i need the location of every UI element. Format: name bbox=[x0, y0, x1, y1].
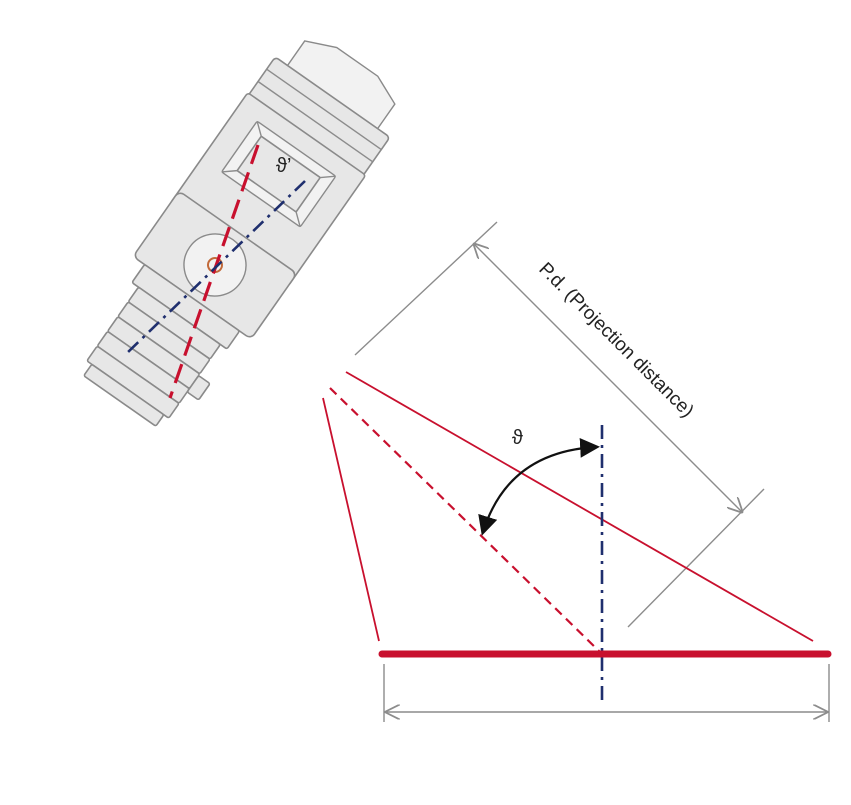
projection-distance-dimension bbox=[354, 221, 765, 628]
distance-arrow bbox=[474, 244, 742, 512]
focus-knob bbox=[187, 375, 211, 401]
curved-double-arrow-icon bbox=[478, 438, 600, 536]
beam-center-dashed bbox=[329, 387, 601, 653]
label-plate-inner bbox=[236, 135, 321, 213]
laser-beam bbox=[322, 371, 814, 653]
tilt-axis-blue bbox=[124, 180, 306, 356]
lens-barrel bbox=[83, 287, 221, 427]
tilt-axis-red bbox=[168, 144, 260, 399]
theta-label: ϑ bbox=[512, 427, 523, 449]
projection-distance-label: P.d. (Projection distance) bbox=[534, 259, 697, 422]
laser-projector-device bbox=[83, 40, 396, 427]
beam-edge-left bbox=[322, 397, 380, 642]
extension-line-bottom bbox=[627, 488, 765, 628]
theta-prime-label: ϑ’ bbox=[276, 155, 291, 177]
extension-line-top bbox=[354, 221, 498, 356]
line-length-dimension bbox=[383, 664, 830, 722]
beam-edge-right bbox=[345, 371, 814, 642]
